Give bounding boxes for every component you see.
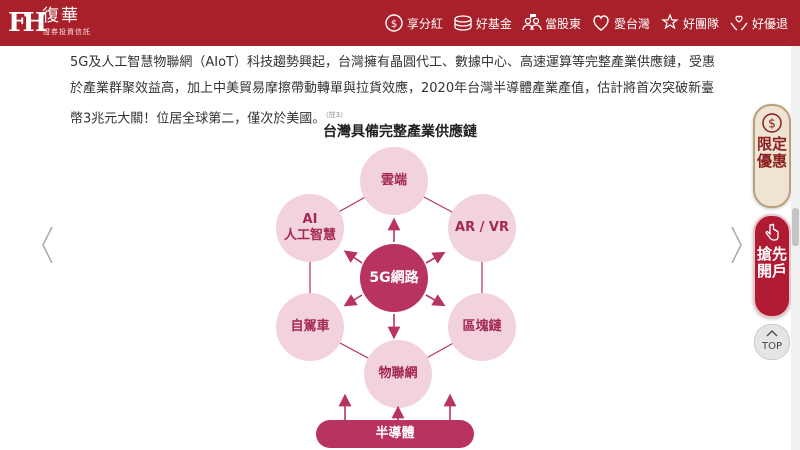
- hands-heart-icon: [730, 15, 748, 31]
- label-autonomous: 自駕車: [290, 319, 330, 334]
- label-center: 5G網路: [369, 270, 419, 286]
- nav-item-dividend[interactable]: $ 享分紅: [384, 8, 443, 38]
- label-cloud: 雲端: [380, 173, 407, 188]
- node-arvr: [448, 194, 516, 262]
- nav-item-funds[interactable]: 好基金: [453, 8, 512, 38]
- dollar-coin-icon: $: [385, 14, 403, 32]
- heart-taiwan-icon: [593, 15, 609, 31]
- nav-item-team[interactable]: 好團隊: [660, 8, 719, 38]
- site-header: FH 復華 證券投資信託 $ 享分紅 好基金 當股東 愛台灣 好團隊 好優退: [0, 0, 800, 46]
- semiconductor-bar: [316, 420, 474, 448]
- label-blockchain: 區塊鏈: [462, 319, 502, 334]
- back-to-top-button[interactable]: TOP: [754, 324, 790, 360]
- node-autonomous: [276, 293, 344, 361]
- brand-logo[interactable]: FH 復華 證券投資信託: [8, 6, 128, 40]
- chevron-up-icon: [766, 329, 778, 337]
- stars-icon: [661, 13, 679, 30]
- label-iot: 物聯網: [378, 366, 418, 381]
- label-ai-line2: 人工智慧: [283, 228, 336, 243]
- nav-label: 當股東: [544, 16, 581, 31]
- next-arrow-icon[interactable]: [730, 225, 744, 265]
- center-arrows: [343, 217, 446, 340]
- nav-label: 好基金: [475, 16, 512, 31]
- label-semiconductor: 半導體: [375, 426, 415, 441]
- base-arrows: [338, 393, 457, 420]
- top-nav: $ 享分紅 好基金 當股東 愛台灣 好團隊 好優退: [384, 8, 788, 38]
- logo-name: 復華: [42, 6, 80, 26]
- page-scrollbar[interactable]: [791, 46, 800, 450]
- open-account-label: 搶先開戶: [756, 245, 787, 280]
- svg-text:$: $: [768, 117, 776, 131]
- node-blockchain: [448, 293, 516, 361]
- node-cloud: [360, 147, 428, 215]
- nav-item-taiwan[interactable]: 愛台灣: [591, 8, 650, 38]
- node-iot: [364, 340, 432, 408]
- node-ai: [276, 194, 344, 262]
- people-talk-icon: [522, 14, 542, 31]
- label-ai: AI 人工智慧: [270, 212, 350, 244]
- back-to-top-label: TOP: [761, 341, 782, 352]
- scrollbar-thumb[interactable]: [792, 208, 799, 246]
- nav-label: 享分紅: [406, 16, 443, 31]
- coin-stack-icon: [454, 15, 472, 31]
- article-paragraph: 5G及人工智慧物聯網（AIoT）科技趨勢興起，台灣擁有晶圓代工、數據中心、高速運…: [70, 50, 720, 132]
- dollar-coin-icon: $: [762, 113, 782, 133]
- nav-item-retirement[interactable]: 好優退: [729, 8, 788, 38]
- footnote-ref[interactable]: （註3）: [325, 111, 348, 119]
- nav-item-shareholder[interactable]: 當股東: [522, 8, 581, 38]
- limited-offer-label: 限定優惠: [756, 135, 787, 170]
- paragraph-text: 5G及人工智慧物聯網（AIoT）科技趨勢興起，台灣擁有晶圓代工、數據中心、高速運…: [70, 55, 715, 127]
- nav-label: 好優退: [751, 16, 788, 31]
- open-account-button[interactable]: 搶先開戶: [753, 214, 791, 318]
- node-center: [360, 244, 428, 312]
- limited-offer-button[interactable]: $ 限定優惠: [753, 104, 791, 208]
- svg-text:$: $: [391, 19, 397, 30]
- nav-label: 好團隊: [682, 16, 719, 31]
- logo-mark: FH: [8, 8, 47, 38]
- prev-arrow-icon[interactable]: [40, 225, 54, 265]
- diagram-title: 台灣具備完整產業供應鏈: [323, 124, 477, 140]
- label-ai-line1: AI: [302, 212, 318, 227]
- logo-tagline: 證券投資信託: [43, 28, 91, 36]
- nav-label: 愛台灣: [613, 16, 650, 31]
- hand-pointer-icon: [765, 223, 779, 241]
- label-arvr: AR / VR: [455, 220, 509, 235]
